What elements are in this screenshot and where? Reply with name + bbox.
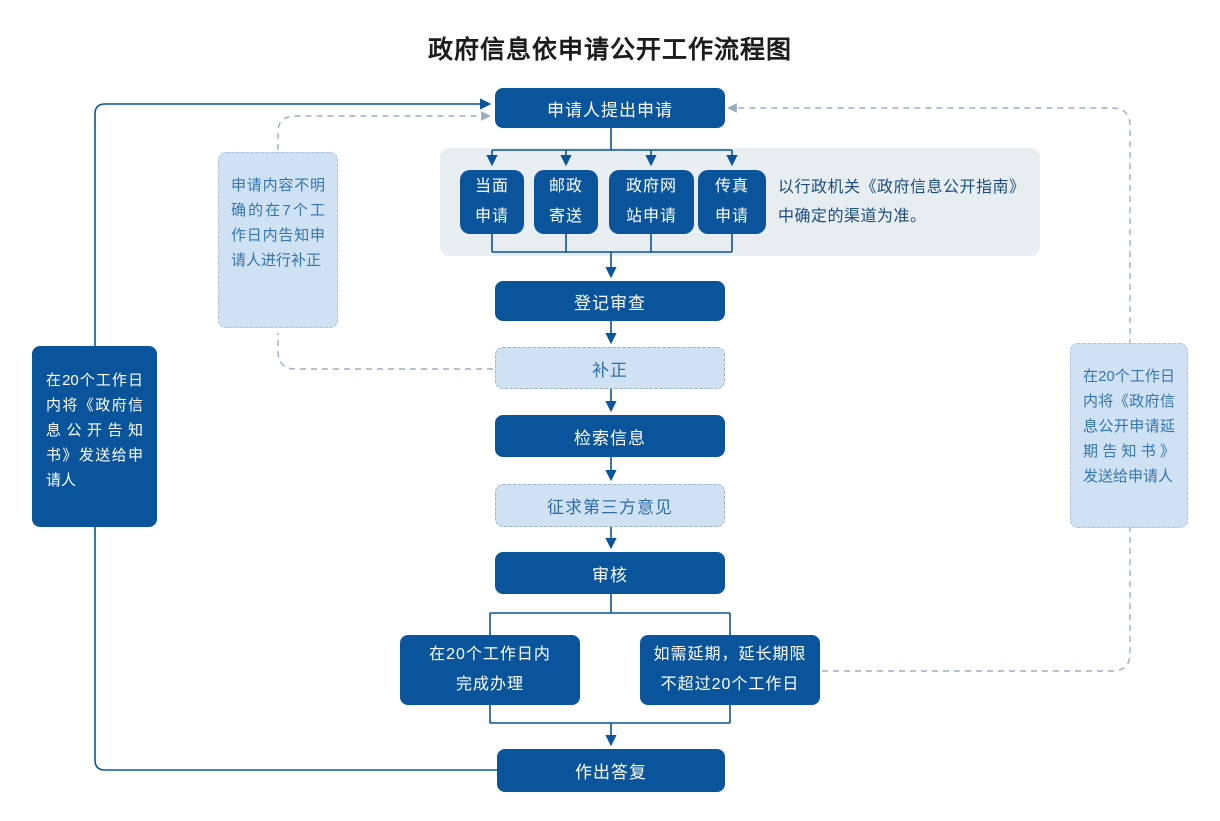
supplement-to-note-line	[277, 333, 493, 370]
node-channel-fax: 传真 申请	[698, 170, 766, 234]
note-disclosure-notice: 在20个工作日内将《政府信息公开告知书》发送给申请人	[32, 346, 157, 527]
node-channel-post: 邮政 寄送	[534, 170, 598, 234]
node-supplement: 补正	[495, 347, 725, 389]
node-reply: 作出答复	[497, 749, 725, 792]
node-channel-website: 政府网 站申请	[609, 170, 694, 234]
node-review: 审核	[495, 552, 725, 594]
channels-note-text: 以行政机关《政府信息公开指南》 中确定的渠道为准。	[778, 179, 1026, 225]
node-apply: 申请人提出申请	[495, 88, 725, 128]
node-third-party: 征求第三方意见	[495, 484, 725, 527]
node-channel-in-person: 当面 申请	[460, 170, 524, 234]
node-extend: 如需延期，延长期限 不超过20个工作日	[640, 635, 820, 705]
note-correction: 申请内容不明确的在7个工作日内告知申请人进行补正	[218, 152, 338, 328]
note-to-apply-line	[277, 111, 491, 150]
note-delay-notice: 在20个工作日内将《政府信息公开申请延期告知书》 发送给申请人	[1070, 343, 1188, 528]
node-complete: 在20个工作日内 完成办理	[400, 635, 580, 705]
page-title: 政府信息依申请公开工作流程图	[427, 36, 792, 64]
node-register: 登记审查	[495, 281, 725, 321]
node-search: 检索信息	[495, 415, 725, 457]
